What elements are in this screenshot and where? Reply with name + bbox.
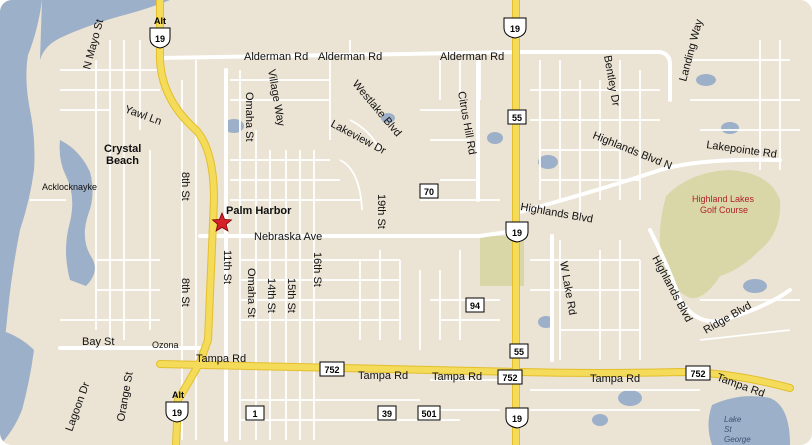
svg-text:19: 19 <box>172 408 182 418</box>
gulf-water-bottom <box>0 330 34 445</box>
alderman-rd-line <box>158 50 672 102</box>
bay-inlet <box>59 140 95 286</box>
minor-streets <box>30 40 800 440</box>
location-marker-star[interactable] <box>211 211 233 232</box>
gulf-water-top <box>0 0 170 60</box>
road-label-omaha-st-n: Omaha St <box>243 92 255 142</box>
road-label-highlands-blvd: Highlands Blvd <box>519 201 593 226</box>
lake-g <box>721 122 739 134</box>
us19-shield-top: 19 <box>503 17 527 39</box>
sr39-shield: 39 <box>377 405 397 421</box>
alt-label-top: Alt <box>154 16 166 26</box>
sr501-shield: 501 <box>417 405 441 421</box>
road-label-lagoon-dr: Lagoon Dr <box>64 380 93 433</box>
road-label-8th-st-n: 8th St <box>179 172 191 201</box>
road-label-tampa-rd-2: Tampa Rd <box>358 370 408 382</box>
svg-text:752: 752 <box>324 365 339 375</box>
road-label-19th-st: 19th St <box>375 194 387 229</box>
poi-label-golf-line2: Golf Course <box>700 205 748 215</box>
lake-j <box>592 414 608 426</box>
lake-h <box>743 279 767 293</box>
road-label-bentley-dr: Bentley Dr <box>601 54 622 107</box>
svg-text:94: 94 <box>470 301 480 311</box>
svg-text:39: 39 <box>382 409 392 419</box>
lake-f <box>696 74 716 86</box>
svg-text:752: 752 <box>502 373 517 383</box>
sr94-shield: 94 <box>465 297 485 313</box>
road-label-village-way: Village Way <box>265 68 287 127</box>
lake-b <box>381 113 395 123</box>
us19-shield-bottomleft: 19 <box>165 401 189 423</box>
us19-shield-topleft: 19 <box>149 27 171 49</box>
nebraska-ave-line <box>198 228 522 238</box>
place-label-crystal-line2: Beach <box>106 155 139 167</box>
sr55-shield-s: 55 <box>509 343 529 359</box>
highlands-blvd-s-line <box>648 228 792 324</box>
lake-a <box>224 119 244 133</box>
water-label-line3: George <box>724 435 751 444</box>
us19-shield-bottom: 19 <box>505 407 529 429</box>
place-label-ozona: Ozona <box>152 340 179 350</box>
place-label-acklocknayke: Acklocknayke <box>42 182 97 192</box>
road-label-8th-st-s: 8th St <box>179 278 191 307</box>
svg-text:19: 19 <box>512 414 522 424</box>
svg-text:55: 55 <box>512 113 522 123</box>
road-label-16th-st: 16th St <box>311 252 323 287</box>
us19-alt-outline <box>156 0 219 445</box>
road-label-ridge-blvd: Ridge Blvd <box>702 300 754 337</box>
svg-text:501: 501 <box>421 409 436 419</box>
svg-text:19: 19 <box>510 24 520 34</box>
road-label-citrus-hill-rd: Citrus Hill Rd <box>455 90 478 155</box>
place-label-crystal-line1: Crystal <box>104 143 141 155</box>
lake-c <box>487 132 503 144</box>
road-label-tampa-rd-1: Tampa Rd <box>196 353 246 365</box>
sr752-shield-2: 752 <box>497 369 523 385</box>
road-label-lakepointe-rd: Lakepointe Rd <box>706 139 778 161</box>
lake-st-george <box>708 396 790 445</box>
gulf-water <box>0 0 42 380</box>
road-label-landing-way: Landing Way <box>677 18 705 83</box>
road-label-bay-st: Bay St <box>82 336 114 348</box>
road-label-tampa-rd-3: Tampa Rd <box>432 371 482 383</box>
lake-i <box>618 390 642 406</box>
sr752-shield-3: 752 <box>685 365 711 381</box>
highlands-blvd-line <box>518 157 782 214</box>
water-bodies <box>0 0 790 445</box>
road-label-omaha-st-s: Omaha St <box>245 268 257 318</box>
road-label-alderman-3: Alderman Rd <box>440 51 504 63</box>
arterial-roads <box>58 50 792 442</box>
road-label-15th-st: 15th St <box>285 278 297 313</box>
us19-shield-mid: 19 <box>505 221 529 243</box>
road-label-alderman-1: Alderman Rd <box>244 51 308 63</box>
svg-text:1: 1 <box>252 409 257 419</box>
poi-label-golf-line1: Highland Lakes <box>692 194 755 204</box>
road-label-yawl-ln: Yawl Ln <box>123 104 163 128</box>
sr70-shield: 70 <box>419 183 439 199</box>
svg-text:55: 55 <box>514 347 524 357</box>
svg-text:19: 19 <box>155 34 165 44</box>
svg-text:752: 752 <box>690 369 705 379</box>
water-label-line2: St <box>724 425 732 434</box>
place-labels: Crystal Beach Acklocknayke Palm Harbor O… <box>42 143 755 444</box>
road-label-14th-st: 14th St <box>265 278 277 313</box>
golf-course-area <box>659 170 781 299</box>
road-label-alderman-2: Alderman Rd <box>318 51 382 63</box>
sr1-shield: 1 <box>245 405 265 421</box>
sr55-shield-n: 55 <box>507 109 527 125</box>
water-label-line1: Lake <box>724 415 742 424</box>
svg-text:19: 19 <box>512 228 522 238</box>
alt-label-bottom: Alt <box>172 390 184 400</box>
route-shields: Alt 19 19 55 70 19 94 55 <box>149 16 711 429</box>
road-label-highlands-blvd-n: Highlands Blvd N <box>591 130 674 173</box>
road-label-tampa-rd-4: Tampa Rd <box>590 373 640 385</box>
svg-text:70: 70 <box>424 187 434 197</box>
road-label-orange-st: Orange St <box>115 371 136 422</box>
lake-d <box>538 155 558 169</box>
road-label-nebraska-ave: Nebraska Ave <box>254 231 322 243</box>
sr752-shield-1: 752 <box>319 361 345 377</box>
road-label-11th-st: 11th St <box>221 250 233 284</box>
place-label-palm-harbor: Palm Harbor <box>226 205 292 217</box>
